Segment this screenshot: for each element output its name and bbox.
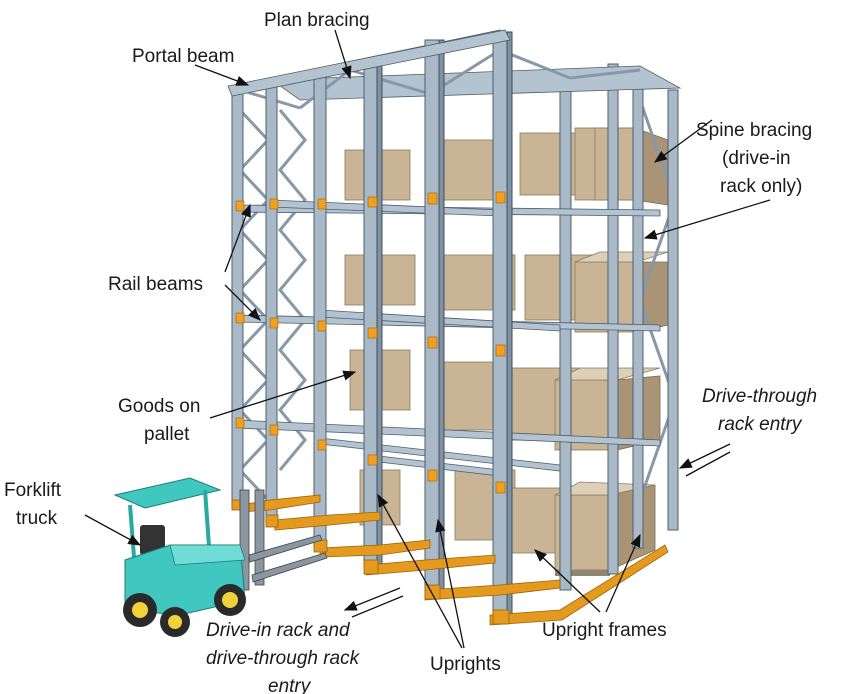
label-spine-bracing-line1: Spine bracing	[696, 120, 812, 141]
label-drive-in-line1: Drive-in rack and	[206, 620, 351, 641]
label-forklift-line1: Forklift	[4, 480, 62, 501]
rack-structure	[228, 30, 680, 625]
label-rail-beams: Rail beams	[108, 274, 203, 295]
label-goods-on-pallet-line2: pallet	[144, 424, 190, 445]
label-drive-through-line1: Drive-through	[702, 386, 817, 407]
label-portal-beam: Portal beam	[132, 46, 234, 67]
label-goods-on-pallet-line1: Goods on	[118, 396, 200, 417]
label-drive-through-line2: rack entry	[718, 414, 803, 435]
label-drive-in-line3: entry	[268, 676, 312, 694]
label-spine-bracing-line3: rack only)	[720, 176, 802, 197]
label-plan-bracing: Plan bracing	[264, 10, 370, 31]
label-drive-in-line2: drive-through rack	[206, 648, 361, 669]
label-uprights: Uprights	[430, 654, 501, 675]
label-upright-frames: Upright frames	[542, 620, 667, 641]
label-spine-bracing-line2: (drive-in	[722, 148, 791, 169]
label-forklift-line2: truck	[16, 508, 58, 529]
